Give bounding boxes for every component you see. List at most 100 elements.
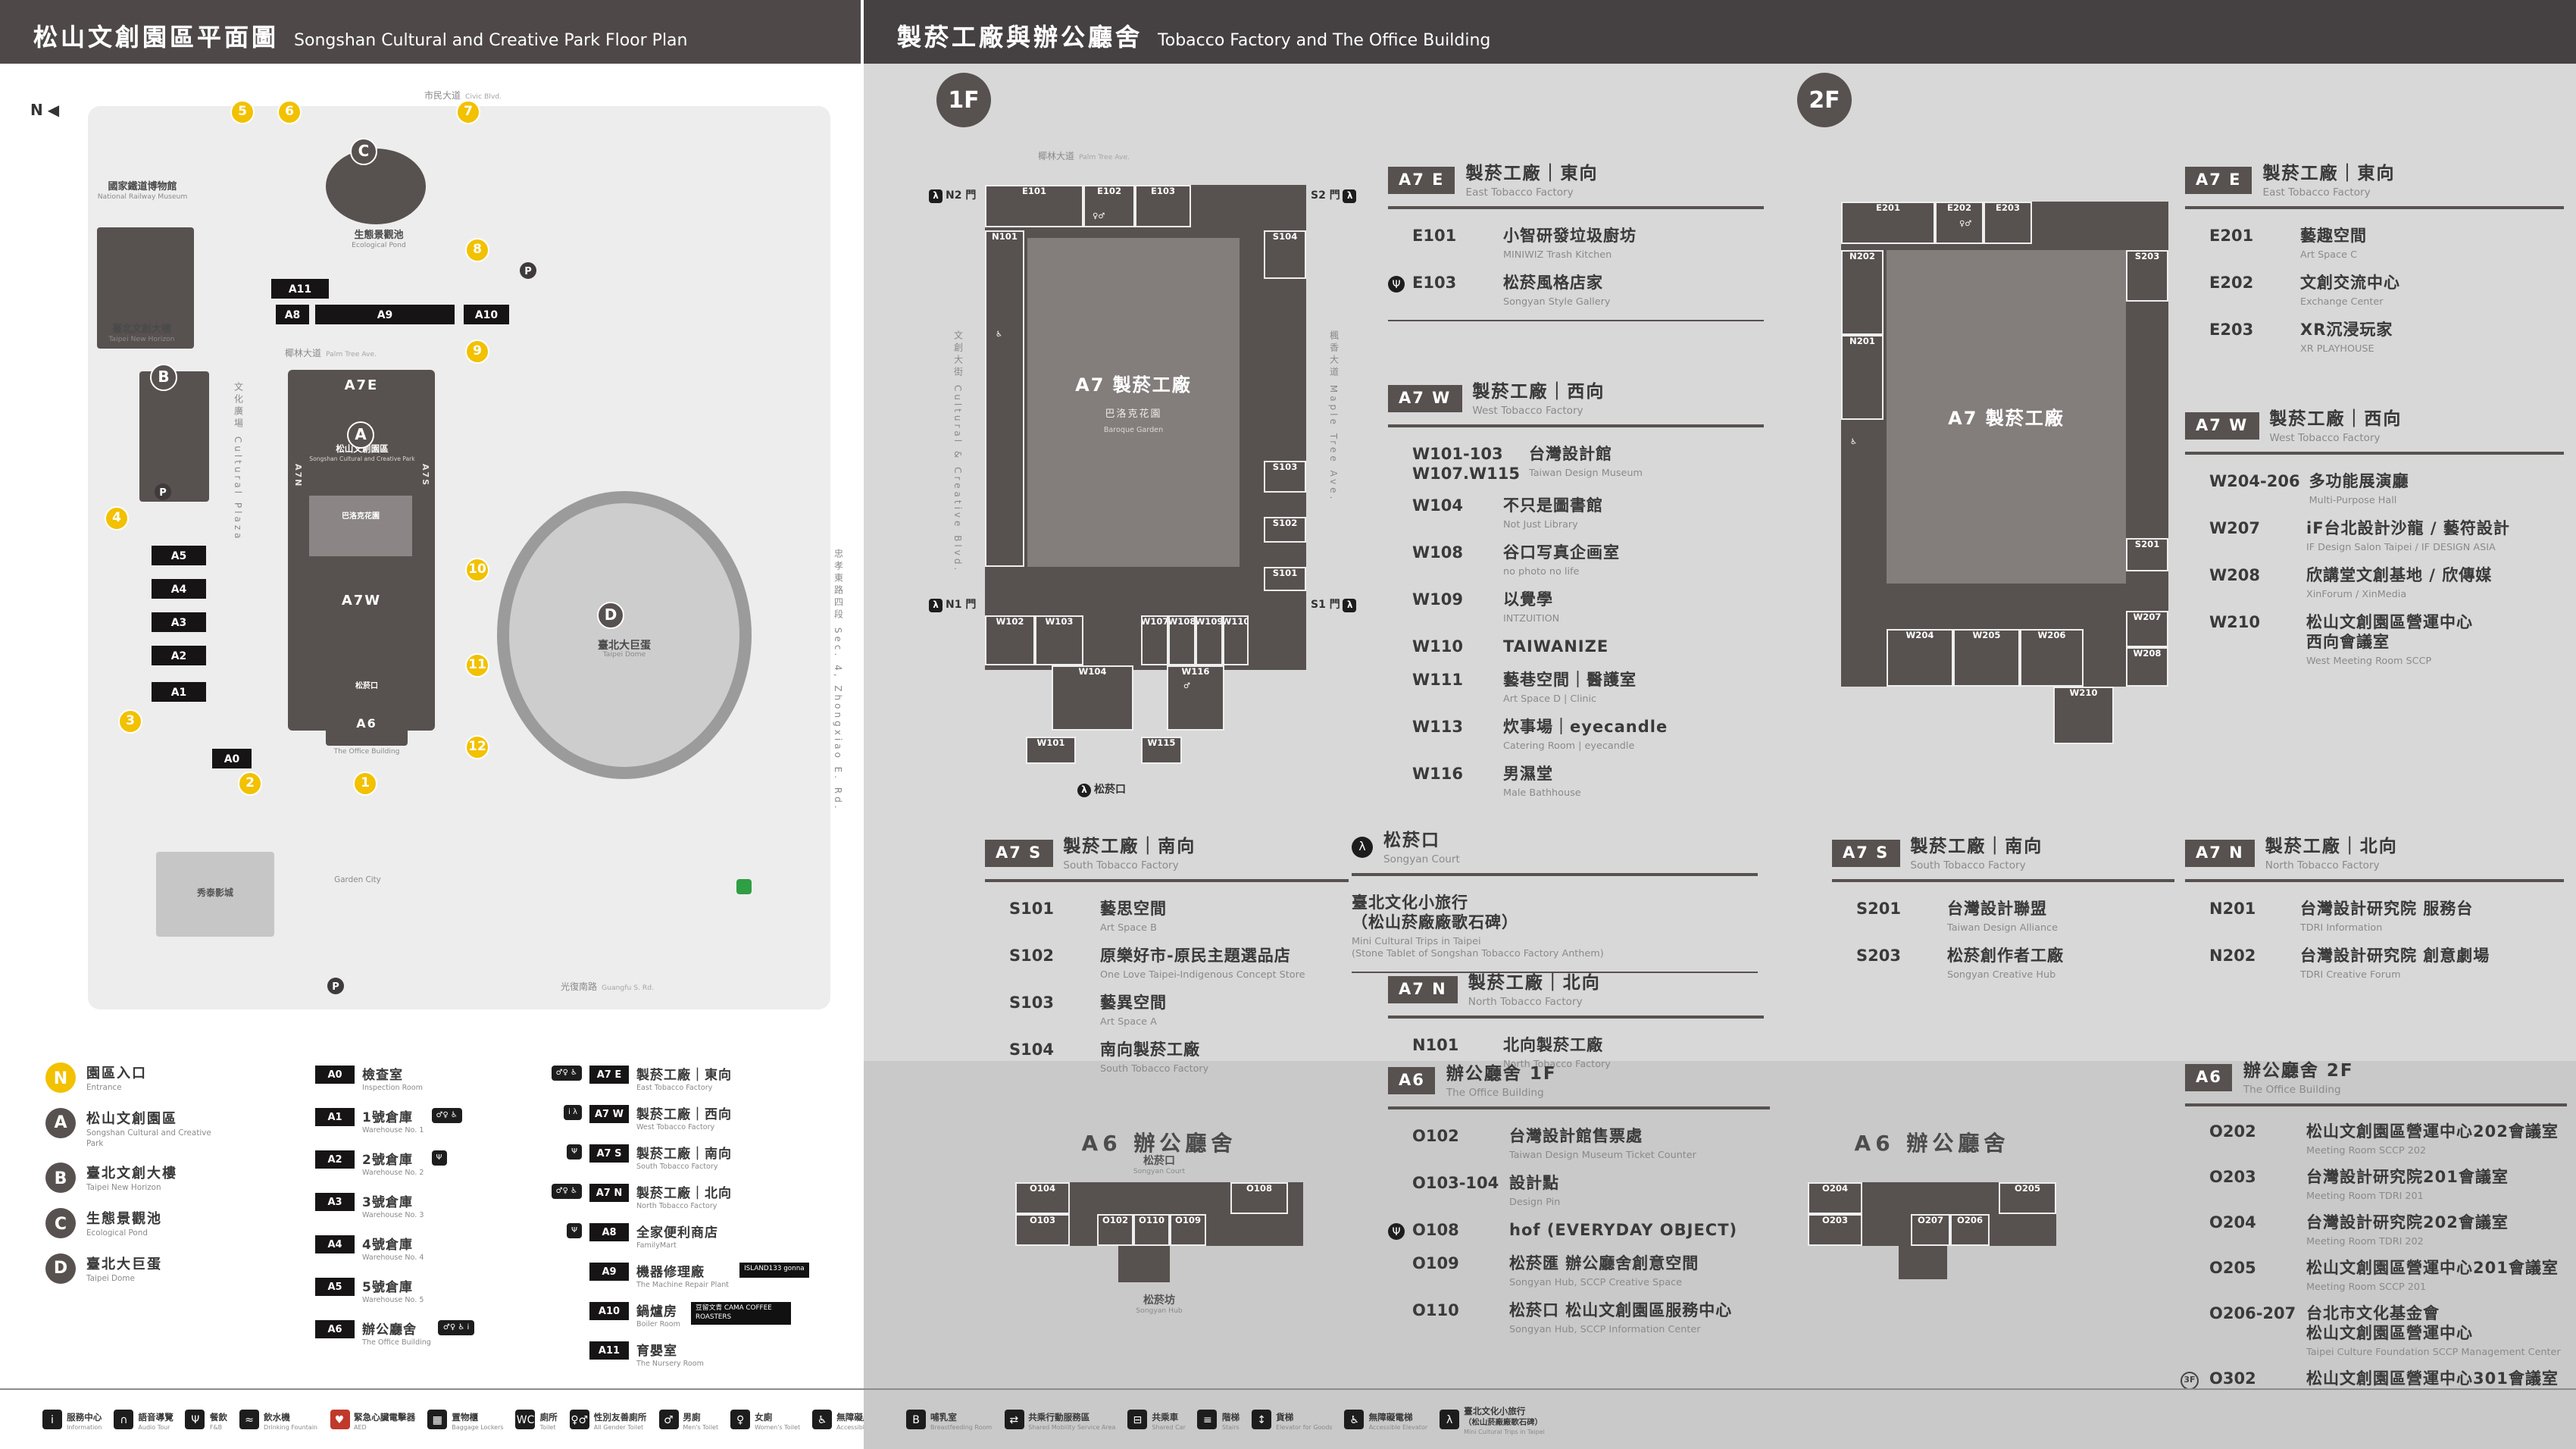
facility-icons: ♂♀ ♿	[551, 1184, 582, 1199]
room-cell: O103	[1015, 1214, 1070, 1246]
taipei-dome-label: 臺北大巨蛋 Taipei Dome	[598, 640, 651, 660]
new-horizon-label: 臺北文創大樓 Taipei New Horizon	[108, 323, 175, 344]
room-cell: W108	[1168, 615, 1196, 665]
a7-center-label: A7 製菸工廠	[1948, 407, 2065, 428]
new-horizon-block	[139, 371, 209, 502]
facility-icon: Ψ	[185, 1410, 205, 1429]
entrance-marker: 9	[465, 340, 489, 364]
room-cell: W101	[1026, 737, 1076, 764]
section-badge: A6	[1388, 1066, 1436, 1094]
room-cell: W208	[2126, 647, 2168, 687]
room-cell: W206	[2020, 629, 2084, 687]
section-badge: A7 W	[2185, 412, 2259, 439]
place-badge: A	[45, 1107, 76, 1138]
room-cell: W115	[1141, 737, 1182, 764]
walk-icon: λ	[1077, 783, 1091, 796]
shop-tag: ISLAND133 gonna	[739, 1263, 809, 1278]
room-cell: S201	[2126, 538, 2168, 571]
facility-item: λ 臺北文化小旅行（松山菸廠廠歌石碑）Mini Cultural Trips i…	[1440, 1404, 1545, 1435]
a6-title-1f: A6 辦公廳舍	[1081, 1132, 1237, 1156]
facility-icon: ♿	[1344, 1410, 1365, 1429]
room-cell: W205	[1953, 629, 2020, 687]
a6-building-1f-stub	[1118, 1246, 1170, 1282]
floor-2-badge: 2F	[1797, 73, 1852, 127]
building-code-badge: A10	[589, 1302, 629, 1320]
place-badge: D	[45, 1253, 76, 1284]
cultural-plaza-label: 文化廣場 Cultural Plaza	[232, 382, 242, 542]
facility-icon: ↕	[1252, 1410, 1272, 1429]
facility-icon: ⊟	[1127, 1410, 1148, 1429]
entrance-marker: 4	[105, 506, 129, 530]
right-title-en: Tobacco Factory and The Office Building	[1158, 30, 1491, 50]
place-marker: C	[350, 138, 377, 165]
map-building-box: A10	[464, 305, 509, 324]
map-code-a7n: A7N	[292, 464, 302, 488]
right-header: 製菸工廠與辦公廳舍 Tobacco Factory and The Office…	[864, 0, 2576, 64]
room-facility-icon: ♂	[1183, 682, 1190, 691]
right-title-zh: 製菸工廠與辦公廳舍	[897, 23, 1143, 52]
room-facility-icon: ♿	[996, 330, 1002, 340]
walk-icon: λ	[1352, 836, 1373, 857]
room-cell: O206	[1950, 1214, 1990, 1246]
green-transport-icon	[736, 879, 752, 894]
section-badge: A6	[2185, 1063, 2233, 1091]
entrance-marker: 3	[118, 709, 142, 734]
room-cell: W110	[1223, 615, 1249, 665]
building-code-badge: A2	[315, 1150, 355, 1169]
facility-icon: ♿	[812, 1410, 833, 1429]
map-code-a7s: A7S	[420, 464, 429, 487]
north-indicator: N◀	[30, 103, 60, 120]
fnb-icon: Ψ	[1388, 276, 1405, 293]
room-cell: W102	[985, 615, 1035, 665]
room-cell: O204	[1808, 1182, 1862, 1214]
facility-icon: B	[906, 1410, 926, 1429]
facility-icon: i	[42, 1410, 62, 1429]
entrance-marker: 2	[238, 771, 262, 796]
building-code-badge: A0	[315, 1066, 355, 1084]
building-code-badge: A9	[589, 1263, 629, 1281]
room-cell: O207	[1911, 1214, 1950, 1246]
entrance-marker: 1	[353, 771, 377, 796]
room-facility-icon: ♀♂	[1093, 212, 1105, 221]
room-cell: S102	[1264, 517, 1306, 543]
taipei-dome-shape	[497, 491, 752, 779]
railway-museum-block	[97, 227, 194, 349]
aed-icon: ♥	[330, 1410, 350, 1429]
facility-icon: ♂	[658, 1410, 679, 1429]
building-code-badge: A4	[315, 1235, 355, 1253]
facility-icon: WC	[515, 1410, 536, 1429]
